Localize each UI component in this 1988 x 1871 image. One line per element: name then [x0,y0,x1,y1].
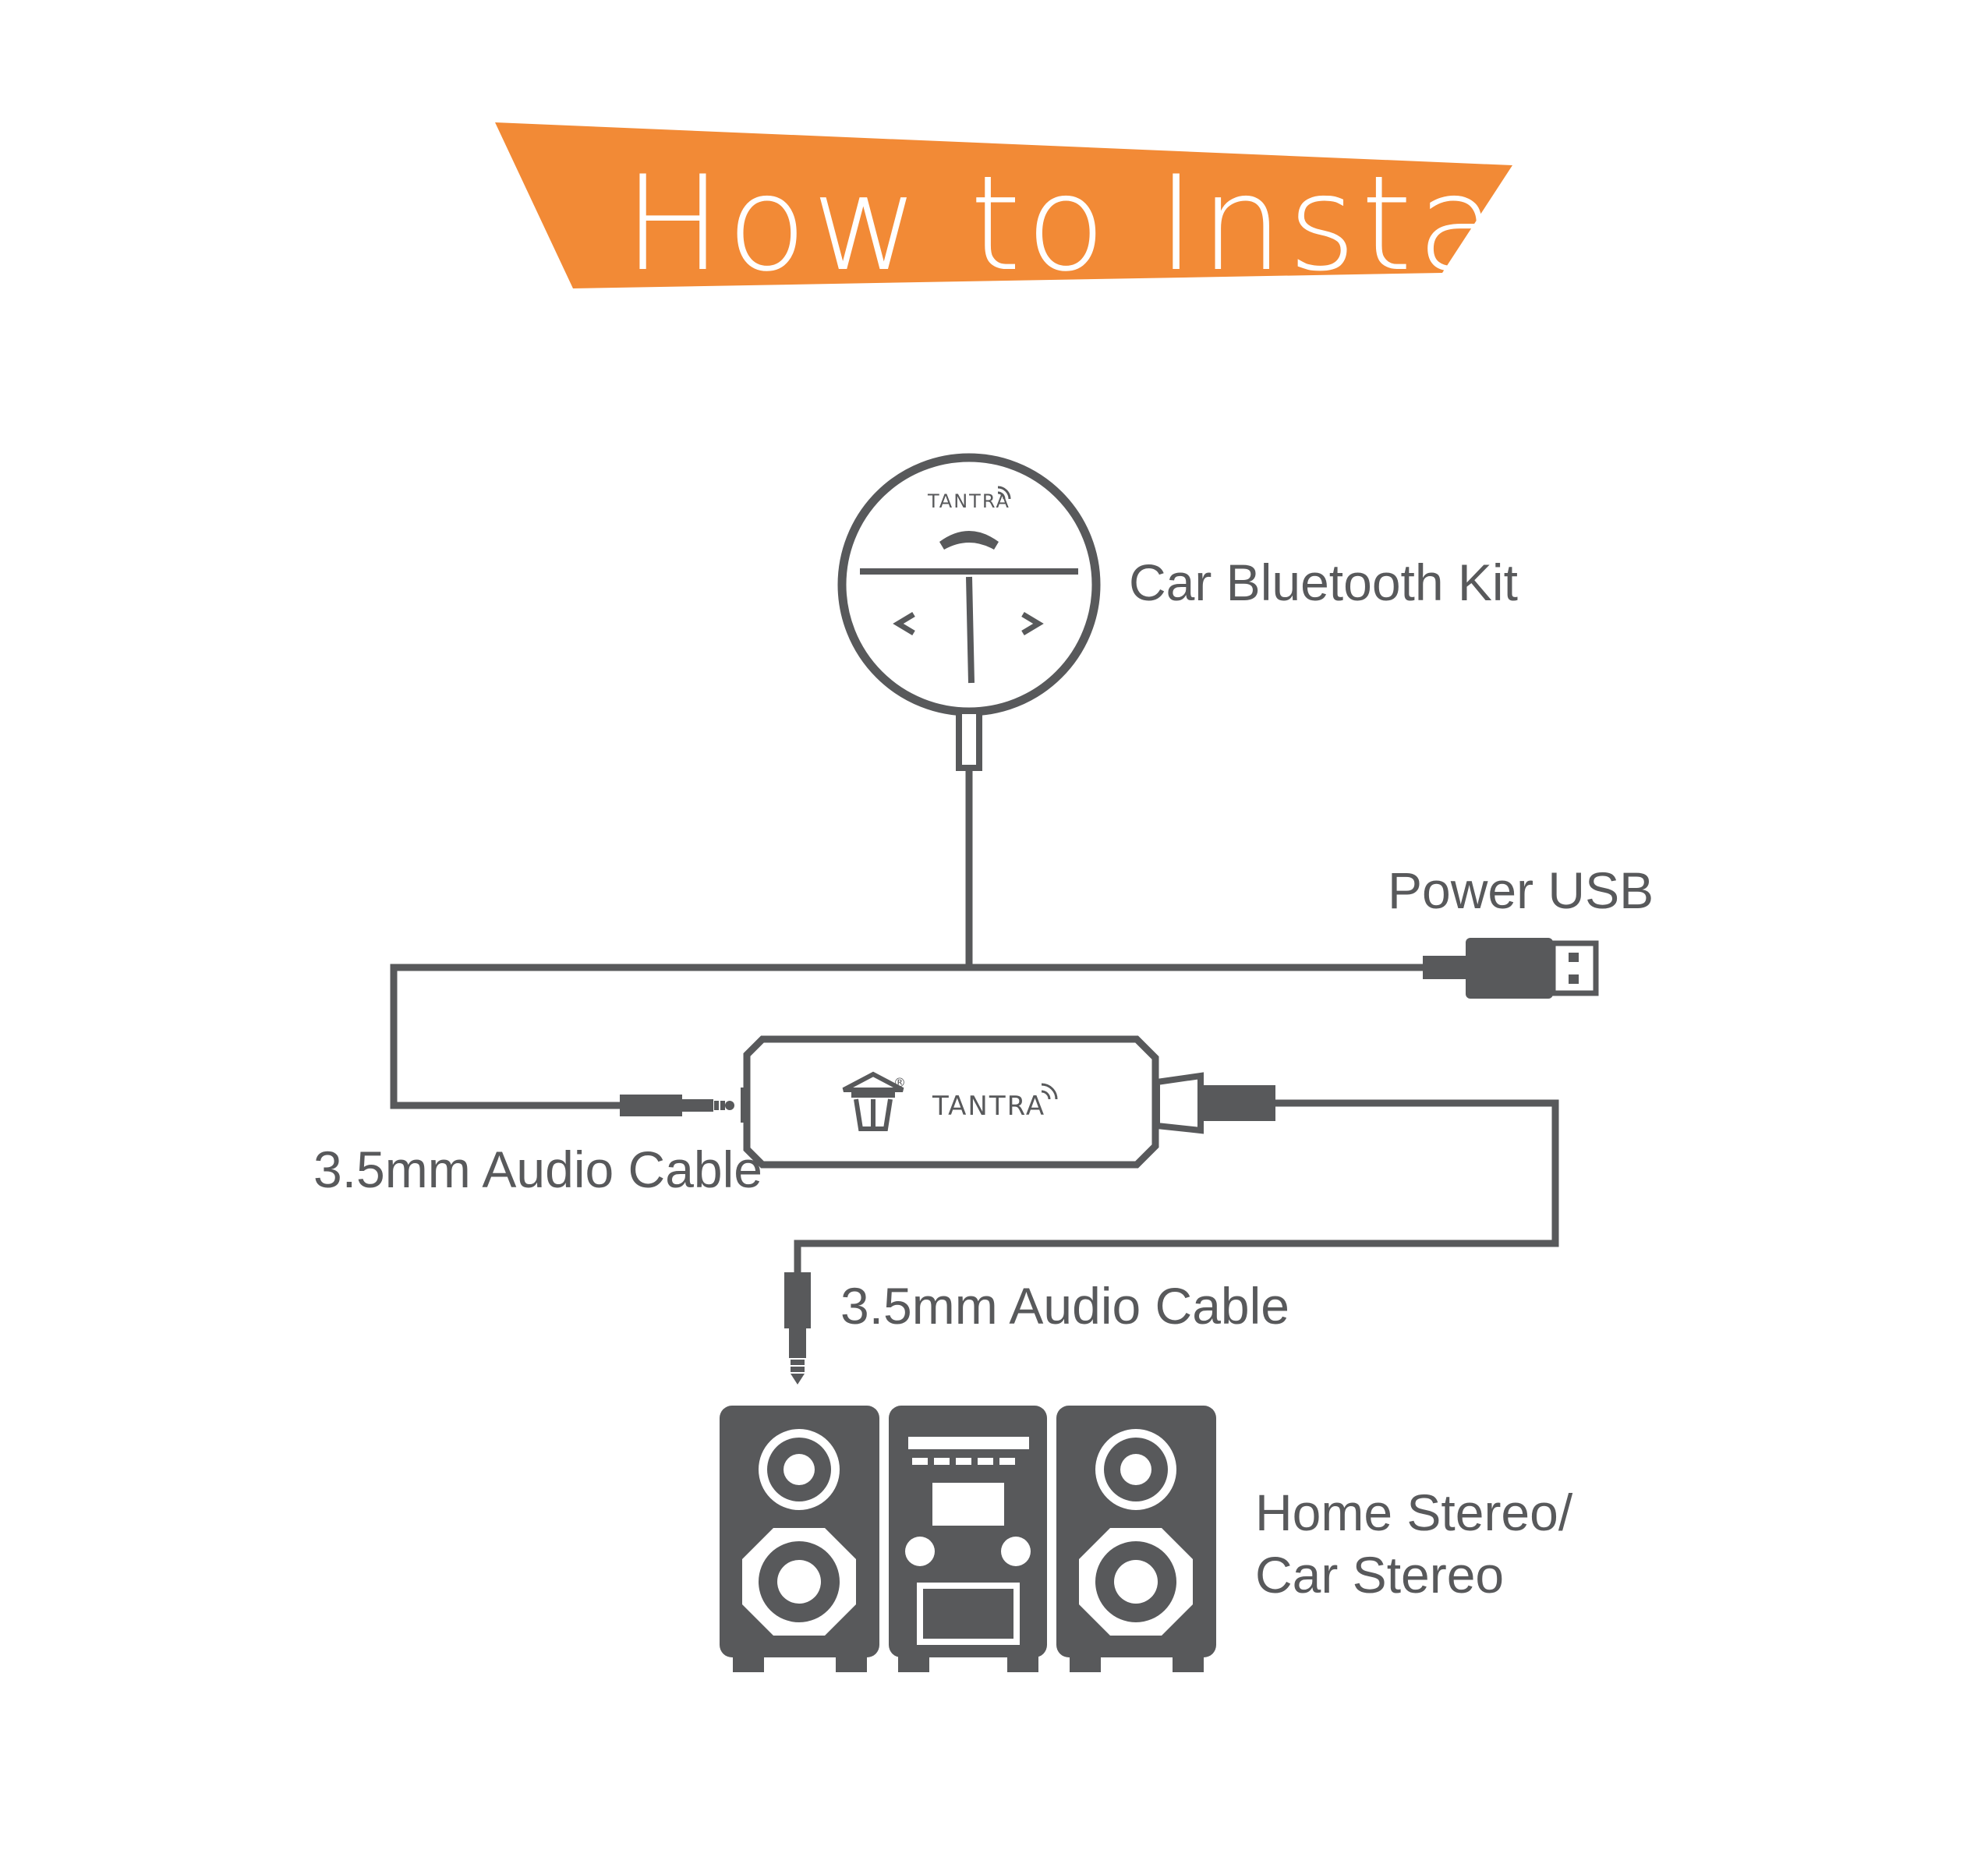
bluetooth-kit-label: Car Bluetooth Kit [1129,554,1518,611]
stereo-unit-icon [889,1406,1047,1672]
page-title: How to Install [624,147,1584,300]
audio-jack-icon [784,1272,811,1385]
registered-mark: ® [893,1075,907,1090]
bluetooth-kit: TANTRA [837,453,1101,771]
output-cable [794,1099,1559,1286]
speaker-icon [720,1406,879,1672]
phone-icon [939,531,999,550]
power-usb-label: Power USB [1388,861,1654,919]
main-cable [390,964,1427,1109]
chevron-right-icon [1021,611,1044,636]
receiver-brand: TANTRA [932,1091,1045,1122]
speaker-icon [1056,1406,1216,1672]
audio-cable-bottom-label: 3.5mm Audio Cable [840,1277,1289,1335]
receiver-signal-icon [1041,1083,1058,1100]
puck-brand: TANTRA [927,490,1010,512]
audio-cable-left-label: 3.5mm Audio Cable [313,1141,762,1198]
cables [390,768,1559,1286]
stereo-label-line1: Home Stereo/ [1255,1484,1573,1541]
stereo-label-line2: Car Stereo [1255,1546,1504,1604]
chevron-left-icon [893,611,915,636]
signal-icon [997,486,1011,500]
receiver-unit: ® TANTRA [741,1035,1275,1169]
audio-jack-icon [620,1095,734,1116]
title-banner: How to Install [495,122,1584,300]
usb-plug-icon [1423,938,1599,999]
tantra-logo-icon [842,1071,904,1131]
stereo-system [720,1406,1216,1672]
